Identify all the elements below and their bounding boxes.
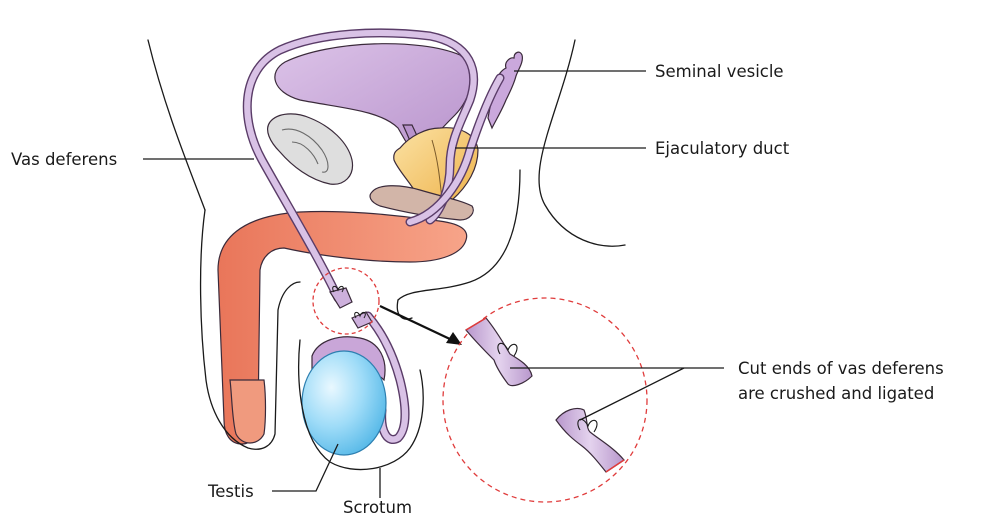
glans [230, 380, 266, 443]
label-vas-deferens: Vas deferens [11, 150, 117, 169]
label-ejaculatory-duct: Ejaculatory duct [655, 139, 790, 158]
label-seminal-vesicle: Seminal vesicle [655, 62, 784, 81]
abdomen-outline [148, 40, 205, 210]
label-cut-ends-line1: Cut ends of vas deferens [738, 359, 944, 378]
cut-end-lower-large [556, 408, 624, 472]
label-cut-ends-line2: are crushed and ligated [738, 384, 934, 403]
zoom-arrow-line [380, 306, 452, 340]
leader-cut-ends-b [580, 368, 684, 420]
rectum [268, 114, 353, 184]
testis [302, 351, 386, 455]
label-scrotum: Scrotum [343, 498, 412, 514]
label-testis: Testis [207, 482, 254, 501]
